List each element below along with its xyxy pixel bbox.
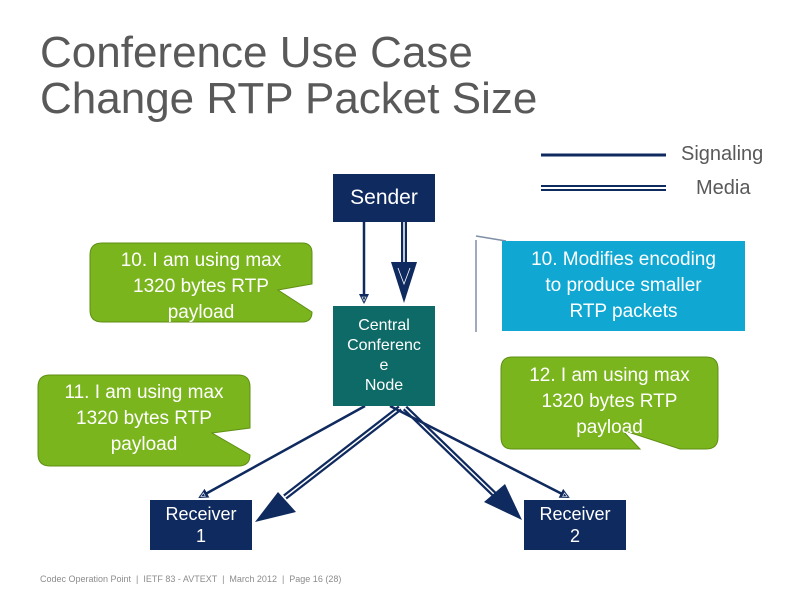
callout-step11-text: 11. I am using max 1320 bytes RTP payloa… (64, 382, 224, 455)
callout-bubble-step11 (37, 374, 251, 467)
legend-media-label: Media (696, 177, 751, 199)
signaling-arrow-central-to-receiver2 (389, 404, 570, 499)
callout-step10-sender-text: 10. Modifies encoding to produce smaller… (531, 249, 716, 322)
receiver-2-node[interactable]: Receiver 2 (524, 500, 626, 550)
callout-bubble-step12 (500, 356, 719, 450)
receiver-2-node-label: Receiver 2 (539, 504, 611, 546)
legend (541, 153, 666, 191)
callout-step12-text: 12. I am using max 1320 bytes RTP payloa… (529, 365, 690, 438)
sender-node-label: Sender (350, 186, 418, 209)
central-conference-node[interactable]: Central Conferenc e Node (333, 306, 435, 406)
signaling-arrow-central-to-receiver1 (198, 404, 366, 499)
receiver-1-node[interactable]: Receiver 1 (150, 500, 252, 550)
slide-title-line-1: Conference Use Case (40, 28, 473, 77)
callout-bubble-step10-receiver (89, 242, 313, 323)
slide-title: Conference Use Case Change RTP Packet Si… (40, 30, 537, 122)
slide-footer: Codec Operation Point | IETF 83 - AVTEXT… (40, 574, 342, 584)
central-conference-node-label: Central Conferenc e Node (347, 317, 421, 394)
cyan-callout-connector (475, 235, 507, 332)
legend-signaling-label: Signaling (681, 143, 764, 165)
callout-step10-sender: 10. Modifies encoding to produce smaller… (502, 241, 745, 331)
media-arrow-central-to-receiver1 (255, 405, 402, 522)
slide-title-line-2: Change RTP Packet Size (40, 74, 538, 123)
sender-node[interactable]: Sender (333, 174, 435, 222)
media-arrow-sender-to-central (391, 222, 417, 303)
callout-step10-receiver-text: 10. I am using max 1320 bytes RTP payloa… (120, 250, 282, 323)
receiver-1-node-label: Receiver 1 (165, 504, 237, 546)
